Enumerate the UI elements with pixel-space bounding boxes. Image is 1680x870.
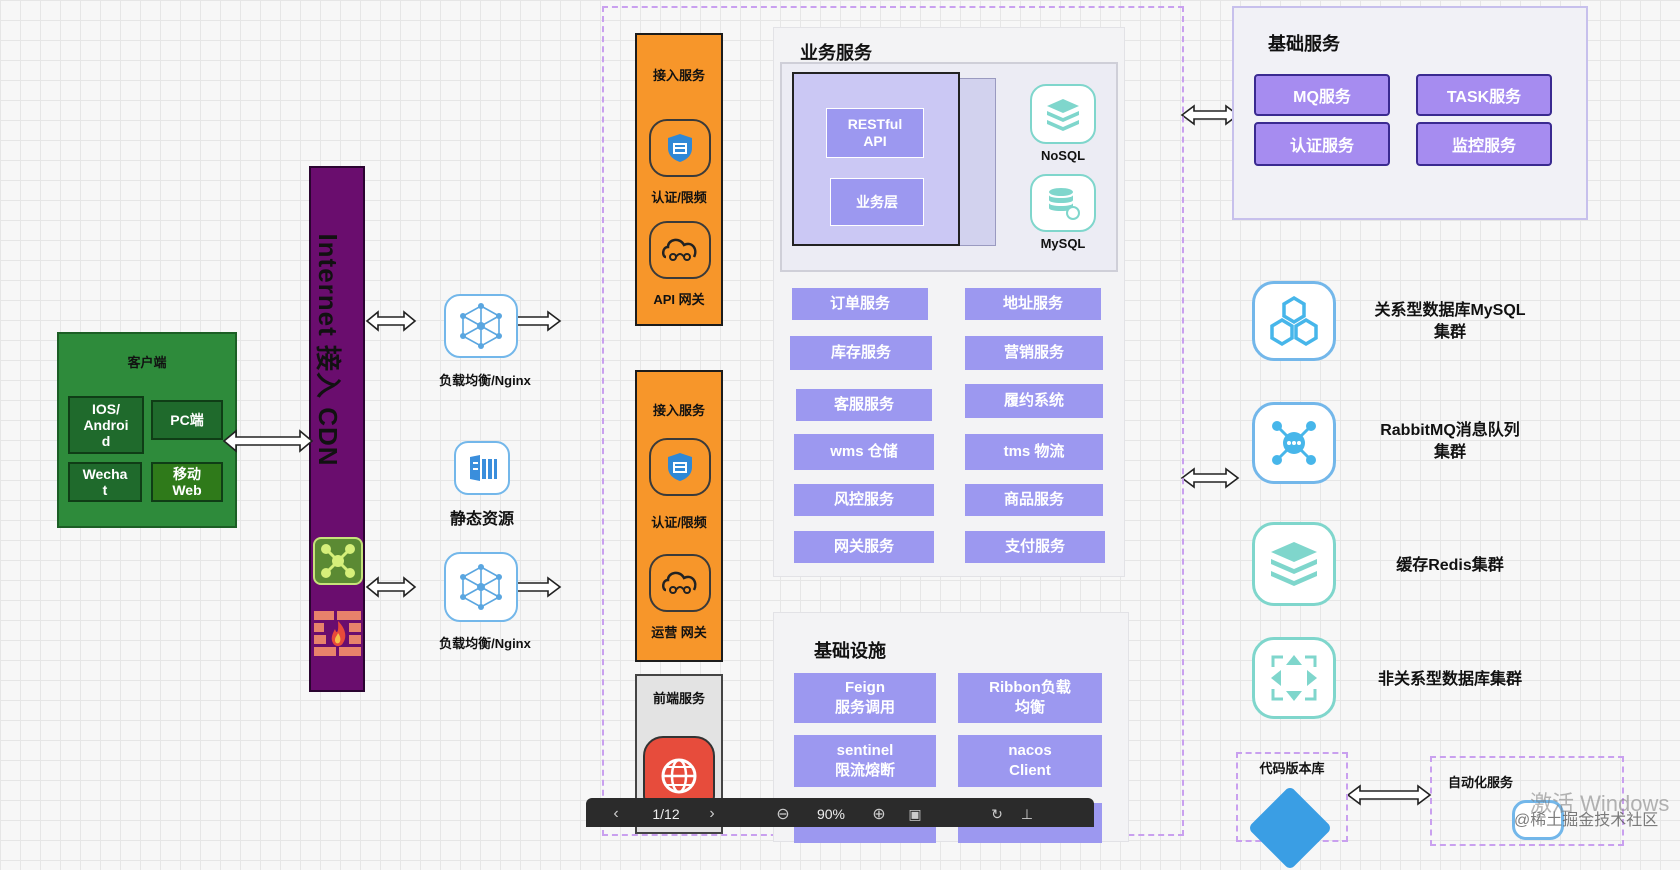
activate-windows-watermark: 激活 Windows xyxy=(1530,791,1670,816)
client-panel: 客户端 IOS/ Androi d PC端 Wecha t 移动 Web xyxy=(57,332,237,528)
product-service[interactable]: 商品服务 xyxy=(965,484,1103,516)
feign-service[interactable]: Feign 服务调用 xyxy=(794,673,936,723)
mysql-cluster-icon xyxy=(1252,281,1336,361)
client-title: 客户端 xyxy=(127,355,167,370)
network-node-icon xyxy=(313,537,363,585)
monitor-service[interactable]: 监控服务 xyxy=(1416,122,1552,166)
community-watermark: @稀土掘金技术社区 xyxy=(1514,812,1659,829)
customer-service[interactable]: 客服服务 xyxy=(796,389,932,421)
nosql-cluster-label: 非关系型数据库集群 xyxy=(1377,671,1522,688)
mq-service[interactable]: MQ服务 xyxy=(1254,74,1390,116)
business-inner-box: RESTful API 业务层 NoSQL MySQL xyxy=(780,62,1118,272)
access-top-auth: 认证/限频 xyxy=(651,190,707,205)
static-resource-icon xyxy=(454,441,510,495)
auth-shield-icon xyxy=(649,119,711,177)
rotate-icon[interactable]: ↻ xyxy=(991,805,1003,822)
code-repo-box: 代码版本库 xyxy=(1236,752,1348,870)
fit-page-icon[interactable]: ▣ xyxy=(908,805,922,822)
access-bottom-title: 接入服务 xyxy=(652,403,705,418)
more-icon[interactable]: ⊥ xyxy=(1020,805,1034,822)
rabbitmq-cluster-icon xyxy=(1252,402,1336,484)
redis-cluster-label: 缓存Redis集群 xyxy=(1396,557,1504,574)
nacos-client[interactable]: nacos Client xyxy=(958,735,1102,787)
mysql-label: MySQL xyxy=(1040,236,1086,251)
client-mobile-web[interactable]: 移动 Web xyxy=(151,462,223,502)
rabbitmq-cluster-label: RabbitMQ消息队列 集群 xyxy=(1380,422,1520,461)
order-service[interactable]: 订单服务 xyxy=(792,288,928,320)
payment-service[interactable]: 支付服务 xyxy=(965,531,1105,563)
lb-top-label: 负载均衡/Nginx xyxy=(439,373,531,388)
arrow-repo-automation xyxy=(1346,784,1432,806)
ribbon-lb[interactable]: Ribbon负载 均衡 xyxy=(958,673,1102,723)
page-indicator: 1/12 xyxy=(652,806,680,822)
auth-shield-icon-2 xyxy=(649,438,711,496)
business-services-panel: 业务服务 RESTful API 业务层 NoSQL MySQL 订单服务 地址… xyxy=(773,27,1125,577)
lb-top-icon xyxy=(444,294,518,358)
tms-logistics[interactable]: tms 物流 xyxy=(965,434,1103,470)
code-repo-label: 代码版本库 xyxy=(1259,761,1325,776)
access-top-gateway: API 网关 xyxy=(653,292,705,307)
arrow-clusters xyxy=(1180,467,1240,489)
nosql-icon xyxy=(1030,84,1096,144)
app-card: RESTful API 业务层 xyxy=(792,72,960,246)
redis-cluster-icon xyxy=(1252,522,1336,606)
business-layer-box[interactable]: 业务层 xyxy=(830,178,924,226)
arrow-client-internet xyxy=(222,429,314,453)
client-ios-android[interactable]: IOS/ Androi d xyxy=(68,396,144,454)
risk-control-service[interactable]: 风控服务 xyxy=(794,484,934,516)
mysql-icon xyxy=(1030,174,1096,232)
arrow-basic-services xyxy=(1180,104,1240,126)
gateway-icon xyxy=(649,221,711,279)
automation-label: 自动化服务 xyxy=(1448,775,1514,790)
client-wechat[interactable]: Wecha t xyxy=(68,462,142,502)
lb-bottom-label: 负载均衡/Nginx xyxy=(439,636,531,651)
client-pc[interactable]: PC端 xyxy=(151,400,223,440)
auth-service[interactable]: 认证服务 xyxy=(1254,122,1390,166)
nosql-cluster-icon xyxy=(1252,637,1336,719)
inventory-service[interactable]: 库存服务 xyxy=(790,336,932,370)
infrastructure-title: 基础设施 xyxy=(814,641,886,661)
business-title: 业务服务 xyxy=(800,43,872,63)
static-resource-label: 静态资源 xyxy=(449,511,514,528)
access-service-bottom: 接入服务 认证/限频 运营 网关 xyxy=(635,370,723,662)
nosql-label: NoSQL xyxy=(1040,148,1086,163)
access-top-title: 接入服务 xyxy=(652,68,705,83)
wms-warehouse[interactable]: wms 仓储 xyxy=(794,434,934,470)
basic-services-panel: 基础服务 MQ服务 TASK服务 认证服务 监控服务 xyxy=(1232,6,1588,220)
access-bottom-gateway: 运营 网关 xyxy=(651,625,707,640)
mysql-cluster-label: 关系型数据库MySQL 集群 xyxy=(1374,302,1526,341)
firewall-icon xyxy=(313,606,363,658)
zoom-in-icon[interactable]: ⊕ xyxy=(872,806,886,823)
internet-cdn-bar: Internet 接入 CDN xyxy=(309,166,365,692)
address-service[interactable]: 地址服务 xyxy=(965,288,1101,320)
basic-services-title: 基础服务 xyxy=(1268,34,1340,54)
gateway-service[interactable]: 网关服务 xyxy=(794,531,934,563)
fulfillment-system[interactable]: 履约系统 xyxy=(965,384,1103,418)
access-service-top: 接入服务 认证/限频 API 网关 xyxy=(635,33,723,326)
restful-api-box[interactable]: RESTful API xyxy=(826,108,924,158)
zoom-out-icon[interactable]: ⊖ xyxy=(776,806,790,823)
frontend-title: 前端服务 xyxy=(652,691,705,706)
task-service[interactable]: TASK服务 xyxy=(1416,74,1552,116)
zoom-level: 90% xyxy=(816,806,846,822)
next-page-button[interactable]: › xyxy=(709,805,715,822)
lb-bottom-icon xyxy=(444,552,518,622)
prev-page-button[interactable]: ‹ xyxy=(613,805,619,822)
sentinel-service[interactable]: sentinel 限流熔断 xyxy=(794,735,936,787)
marketing-service[interactable]: 营销服务 xyxy=(965,336,1103,370)
viewer-toolbar: ‹ 1/12 › ⊖ 90% ⊕ ▣ ↻ ⊥ xyxy=(586,798,1094,827)
git-icon xyxy=(1247,785,1333,870)
access-bottom-auth: 认证/限频 xyxy=(651,515,707,530)
gateway-icon-2 xyxy=(649,554,711,612)
